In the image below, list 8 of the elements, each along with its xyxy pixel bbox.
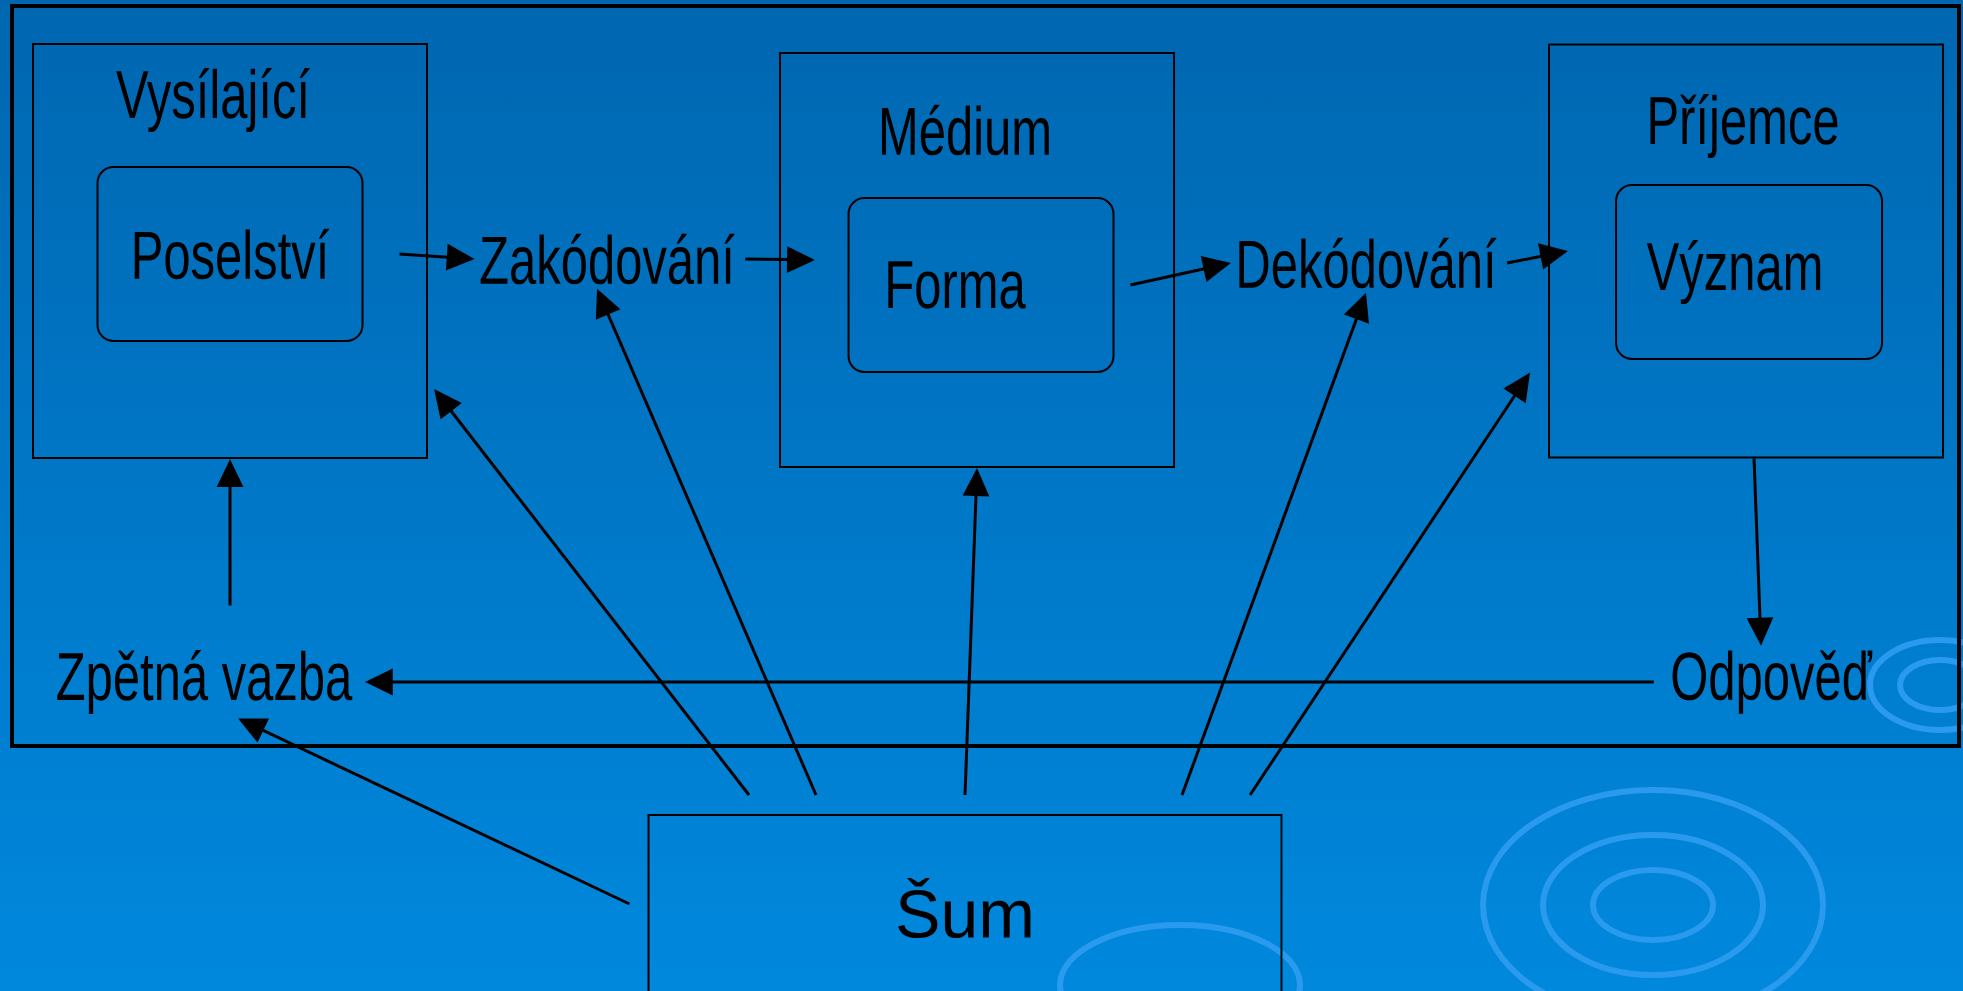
step-label: Zakódování (480, 233, 735, 285)
message-box: Poselství (96, 166, 364, 342)
message-box: Význam (1615, 184, 1883, 360)
message-box: Forma (847, 197, 1115, 373)
step-label: Odpověď (1672, 650, 1873, 714)
step-label: Zpětná vazba (57, 649, 353, 715)
step-label: Dekódování (1239, 237, 1497, 289)
noise-box: Šum (647, 814, 1283, 991)
